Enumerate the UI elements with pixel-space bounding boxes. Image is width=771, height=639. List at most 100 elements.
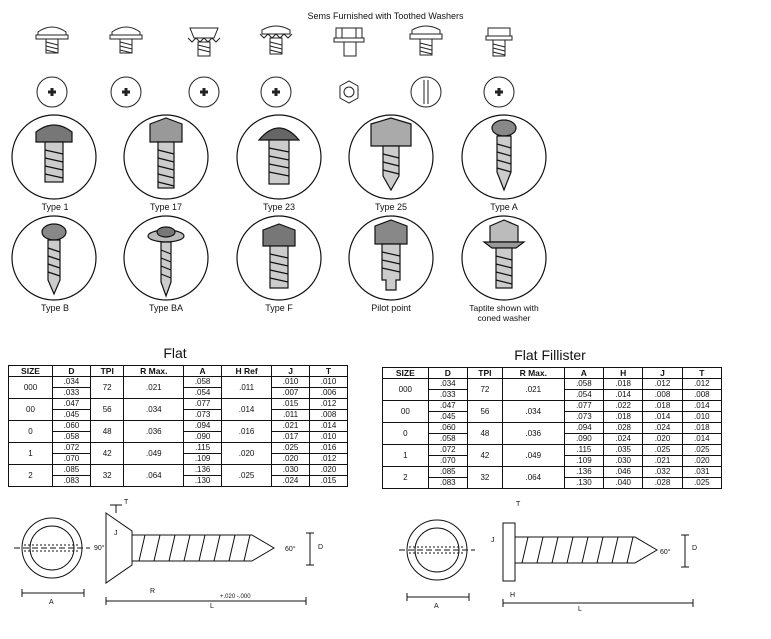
type-a-label: Type A: [490, 202, 518, 212]
cell-h-min: .040: [603, 477, 644, 489]
cell-a-max: .077: [563, 400, 605, 412]
cell-t-min: .012: [309, 453, 348, 465]
cell-d-max: .047: [52, 398, 91, 410]
cell-d-min: .058: [427, 433, 468, 445]
cell-j-max: .025: [642, 444, 683, 456]
table-row-min: .083.130.024.015: [9, 475, 348, 487]
cell-a-max: .115: [563, 444, 605, 456]
cell-r: .049: [123, 442, 185, 465]
cell-t-min: .015: [309, 475, 348, 487]
type-17-icon: [123, 114, 209, 200]
cell-d-max: .072: [427, 444, 468, 456]
cell-a-max: .058: [563, 378, 605, 390]
cell-j-min: .008: [642, 389, 683, 401]
cell-d-max: .072: [52, 442, 91, 454]
cell-d-min: .083: [427, 477, 468, 489]
cell-d-max: .034: [427, 378, 468, 390]
cell-a-max: .115: [183, 442, 223, 454]
taptite-icon: [461, 215, 547, 301]
cell-a-max: .058: [183, 376, 223, 388]
cell-j-max: .015: [271, 398, 311, 410]
column-header: T: [681, 367, 723, 379]
cell-a-min: .130: [563, 477, 605, 489]
cell-h: .011: [221, 376, 273, 399]
column-header: SIZE: [7, 365, 54, 377]
cell-a-min: .054: [563, 389, 605, 401]
column-header: H: [603, 367, 644, 379]
cell-j-max: .030: [271, 464, 311, 476]
cell-size: 1: [382, 444, 429, 467]
flat-table-title: Flat: [163, 345, 187, 361]
cell-r: .021: [123, 376, 185, 399]
type-23-icon: [236, 114, 322, 200]
cell-size: 0: [7, 420, 54, 443]
cell-r: .036: [123, 420, 185, 443]
sems-illustrations: [35, 25, 515, 108]
cell-d-min: .070: [427, 455, 468, 467]
flat-dim-a: A: [49, 599, 54, 606]
cell-tpi: 42: [466, 444, 503, 467]
fillister-point-angle: 60°: [660, 549, 671, 556]
cell-h-max: .018: [603, 378, 644, 390]
cell-tpi: 42: [89, 442, 125, 465]
flat-point-angle: 60°: [285, 546, 296, 553]
pilot-point-label: Pilot point: [371, 303, 411, 313]
cell-t-max: .025: [681, 444, 723, 456]
column-header: J: [271, 365, 311, 377]
fillister-dim-h: H: [510, 592, 516, 599]
cell-d-min: .070: [52, 453, 91, 465]
cell-j-min: .017: [271, 431, 311, 443]
cell-a-min: .109: [563, 455, 605, 467]
fillister-dim-l: L: [578, 606, 582, 613]
cell-j-min: .011: [271, 409, 311, 421]
sems-3-icon: [187, 27, 221, 108]
flat-dim-d: D: [318, 544, 324, 551]
cell-h: .025: [221, 464, 273, 487]
cell-r: .021: [501, 378, 565, 401]
table-row-min: .045.073.018.014.010: [383, 411, 723, 423]
type-ba-icon: [123, 215, 209, 301]
cell-h-min: .014: [603, 389, 644, 401]
cell-size: 2: [7, 464, 54, 487]
cell-h-min: .024: [603, 433, 644, 445]
cell-d-min: .045: [427, 411, 468, 423]
cell-t-max: .014: [309, 420, 348, 432]
cell-d-min: .033: [52, 387, 91, 399]
cell-t-max: .014: [681, 400, 723, 412]
cell-t-max: .031: [681, 466, 723, 478]
column-header: A: [183, 365, 223, 377]
cell-t-min: .010: [681, 411, 723, 423]
flat-dim-j: J: [114, 530, 118, 537]
cell-t-max: .020: [309, 464, 348, 476]
cell-size: 000: [7, 376, 54, 399]
flat-fillister-drawing: [399, 519, 694, 607]
cell-a-max: .094: [563, 422, 605, 434]
cell-tpi: 32: [466, 466, 503, 489]
cell-j-min: .024: [271, 475, 311, 487]
type-f-icon: [236, 215, 322, 301]
cell-t-max: .012: [309, 398, 348, 410]
table-row-min: .045.073.011.008: [9, 409, 348, 421]
cell-t-max: .010: [309, 376, 348, 388]
cell-r: .034: [123, 398, 185, 421]
cell-tpi: 32: [89, 464, 125, 487]
cell-h-max: .028: [603, 422, 644, 434]
table-row-min: .083.130.040.028.025: [383, 477, 723, 489]
cell-r: .064: [501, 466, 565, 489]
type-b-label: Type B: [40, 303, 69, 313]
flat-dim-l: L: [210, 603, 214, 610]
fillister-dim-d: D: [692, 545, 698, 552]
screw-types-row-1: [11, 114, 547, 200]
screw-types-row-2: [11, 215, 547, 301]
cell-size: 000: [382, 378, 429, 401]
cell-h-max: .046: [603, 466, 644, 478]
taptite-label: Taptite shown with coned washer: [449, 303, 559, 323]
cell-j-min: .014: [642, 411, 683, 423]
cell-j-max: .012: [642, 378, 683, 390]
cell-j-max: .032: [642, 466, 683, 478]
flat-dim-t: T: [124, 499, 129, 506]
cell-j-max: .025: [271, 442, 311, 454]
flat-length-tolerance: +.020 -.000: [220, 594, 251, 600]
